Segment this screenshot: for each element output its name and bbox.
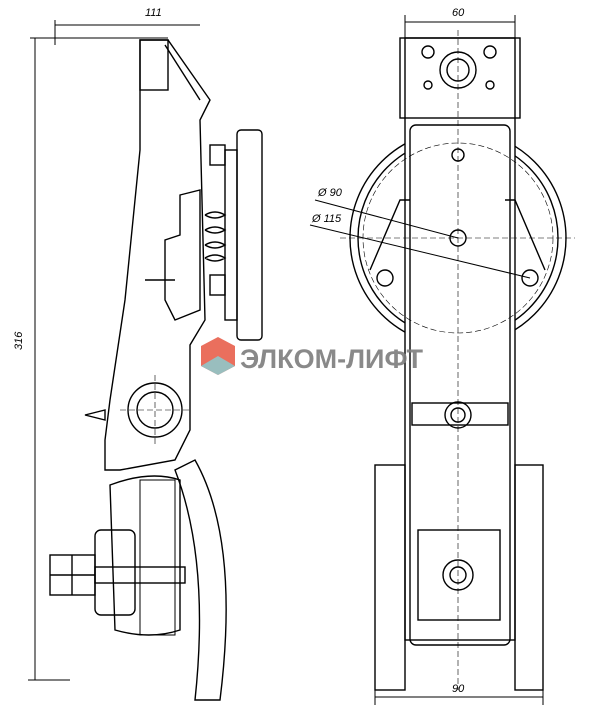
dimension-label-side-width: 111 — [145, 7, 162, 19]
dimension-label-height: 316 — [13, 331, 25, 350]
side-view — [49, 39, 263, 701]
dimension-width-top — [404, 15, 516, 40]
front-view — [349, 37, 567, 691]
watermark-text: ЭЛКОМ-ЛИФТ — [240, 344, 423, 374]
dimension-label-top-width: 60 — [452, 7, 465, 19]
dimension-label-inner-diameter: Ø 90 — [317, 187, 343, 199]
diameter-leaders — [309, 199, 531, 279]
dimension-height — [28, 38, 70, 681]
dimension-width-side — [30, 20, 200, 45]
dimension-label-bottom-width: 90 — [452, 683, 465, 695]
dimension-label-outer-diameter: Ø 115 — [311, 213, 342, 225]
watermark-logo: ЭЛКОМ-ЛИФТ — [201, 337, 423, 375]
